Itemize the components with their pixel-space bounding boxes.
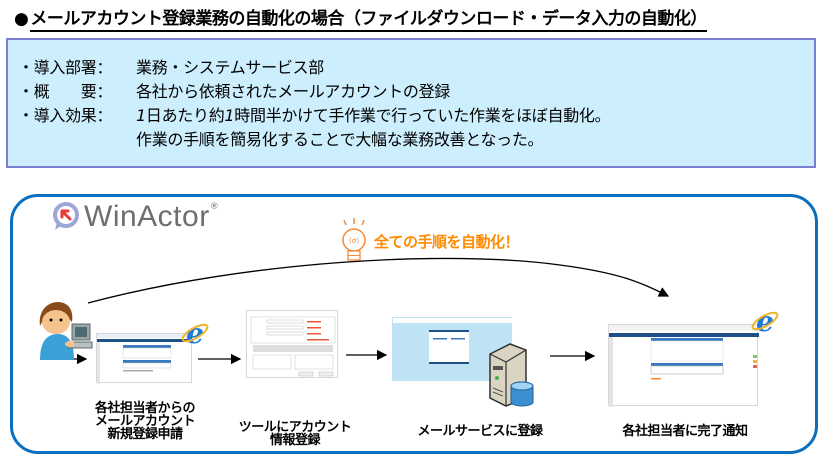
person-at-computer-icon [39, 302, 93, 360]
info-label: ・導入効果： [18, 106, 113, 125]
caption-line: メールサービスに登録 [417, 424, 543, 439]
internet-explorer-icon: e [751, 306, 779, 336]
info-row-effect-continued: 作業の手順を簡易化することで大幅な業務改善となった。 [136, 126, 544, 150]
lightbulb-icon: (σ) [342, 218, 366, 261]
notice-screenshot-thumbnail [609, 325, 759, 407]
automation-arc-arrow [87, 257, 670, 304]
info-value: 時間半かけて手作業で行っていた作業をほぼ自動化。 [234, 106, 611, 125]
caption-line: ツールにアカウント [238, 420, 352, 435]
info-row-department: ・導入部署： 業務・システムサービス部 [18, 54, 324, 78]
info-label: ・導入部署： [18, 58, 113, 77]
info-value: 作業の手順を簡易化することで大幅な業務改善となった。 [136, 130, 544, 149]
internet-explorer-icon: e [181, 318, 209, 348]
info-value: 業務・システムサービス部 [136, 58, 324, 77]
title-bullet: ● [14, 9, 29, 29]
step-4-caption: 各社担当者に完了通知 [600, 425, 770, 438]
page-title: ●メールアカウント登録業務の自動化の場合（ファイルダウンロード・データ入力の自動… [14, 4, 707, 32]
caption-line: メールアカウント [94, 414, 196, 429]
step-2-caption: ツールにアカウント 情報登録 [230, 421, 360, 447]
step-3-caption: メールサービスに登録 [395, 425, 565, 438]
email-request-screenshot [96, 333, 193, 384]
form-screenshot-thumbnail [250, 316, 336, 377]
server-database-icon [489, 343, 534, 407]
caption-line: 新規登録申請 [107, 427, 183, 442]
svg-text:e: e [756, 306, 774, 336]
browser-screenshot-thumbnail [97, 334, 193, 384]
logo-name: WinActor [84, 200, 210, 233]
tool-form-screenshot [246, 310, 338, 378]
step-1-caption: 各社担当者からの メールアカウント 新規登録申請 [80, 402, 210, 441]
info-value: 日あたり約 [145, 106, 225, 125]
completion-notice-screenshot [608, 324, 759, 407]
winactor-logo-icon [53, 202, 79, 230]
info-number: 1 [224, 106, 235, 125]
svg-text:(σ): (σ) [349, 237, 359, 245]
title-text: メールアカウント登録業務の自動化の場合（ファイルダウンロード・データ入力の自動化… [30, 9, 707, 32]
info-box: ・導入部署： 業務・システムサービス部 ・概 要： 各社から依頼されたメールアカウン… [6, 38, 816, 168]
winactor-logo: WinActor® [52, 200, 219, 234]
info-label: ・概 要： [18, 82, 113, 101]
caption-line: 各社担当者に完了通知 [622, 424, 748, 439]
caption-line: 各社担当者からの [94, 401, 196, 416]
info-row-summary: ・概 要： 各社から依頼されたメールアカウントの登録 [18, 78, 450, 102]
registered-mark: ® [209, 202, 219, 212]
info-number: 1 [136, 106, 146, 125]
automation-label: 全ての手順を自動化！ [374, 233, 520, 251]
mail-service-thumbnail [393, 318, 513, 364]
info-row-effect: ・導入効果：1日あたり約1時間半かけて手作業で行っていた作業をほぼ自動化。 [18, 102, 611, 126]
caption-line: 情報登録 [269, 433, 321, 448]
info-value: 各社から依頼されたメールアカウントの登録 [136, 82, 451, 101]
svg-text:e: e [186, 318, 204, 348]
